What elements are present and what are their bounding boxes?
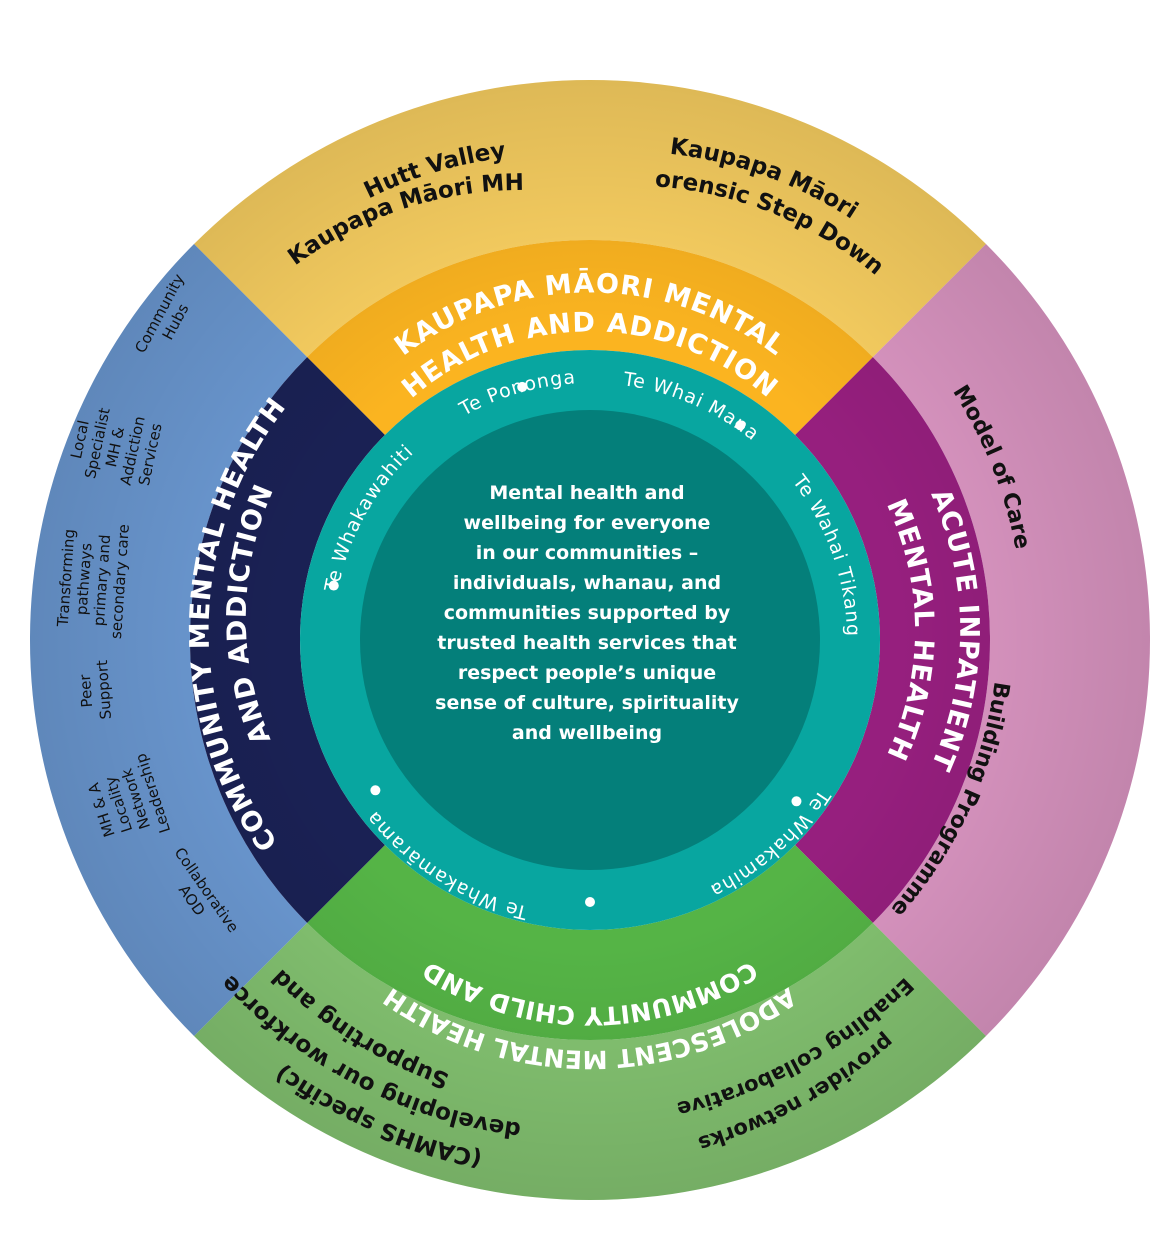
- center-line: trusted health services that: [437, 632, 737, 654]
- center-line: respect people’s unique: [457, 662, 717, 684]
- community-outer-item: PeerSupport: [75, 659, 115, 721]
- separator-dot: [517, 381, 528, 392]
- community-outer-item-line: Support: [93, 659, 115, 720]
- center-statement: Mental health and wellbeing for everyone…: [420, 478, 754, 748]
- center-line: Mental health and: [489, 482, 685, 504]
- center-disc: [360, 410, 820, 870]
- center-line: and wellbeing: [511, 722, 663, 744]
- separator-dot: [585, 897, 595, 907]
- separator-dot: [328, 580, 339, 591]
- separator-dot: [370, 785, 381, 796]
- inner-ring-separator-dots: [328, 381, 802, 907]
- community-outer-item-line: pathways: [73, 542, 96, 616]
- separator-dot: [735, 420, 746, 431]
- separator-dot: [791, 796, 802, 807]
- center-line: communities supported by: [443, 602, 731, 624]
- center-line: in our communities –: [475, 542, 699, 564]
- center-line: individuals, whanau, and: [452, 572, 722, 594]
- community-outer-item-line: Peer: [76, 673, 96, 708]
- center-line: wellbeing for everyone: [463, 512, 711, 534]
- center-line: sense of culture, spirituality: [435, 692, 739, 714]
